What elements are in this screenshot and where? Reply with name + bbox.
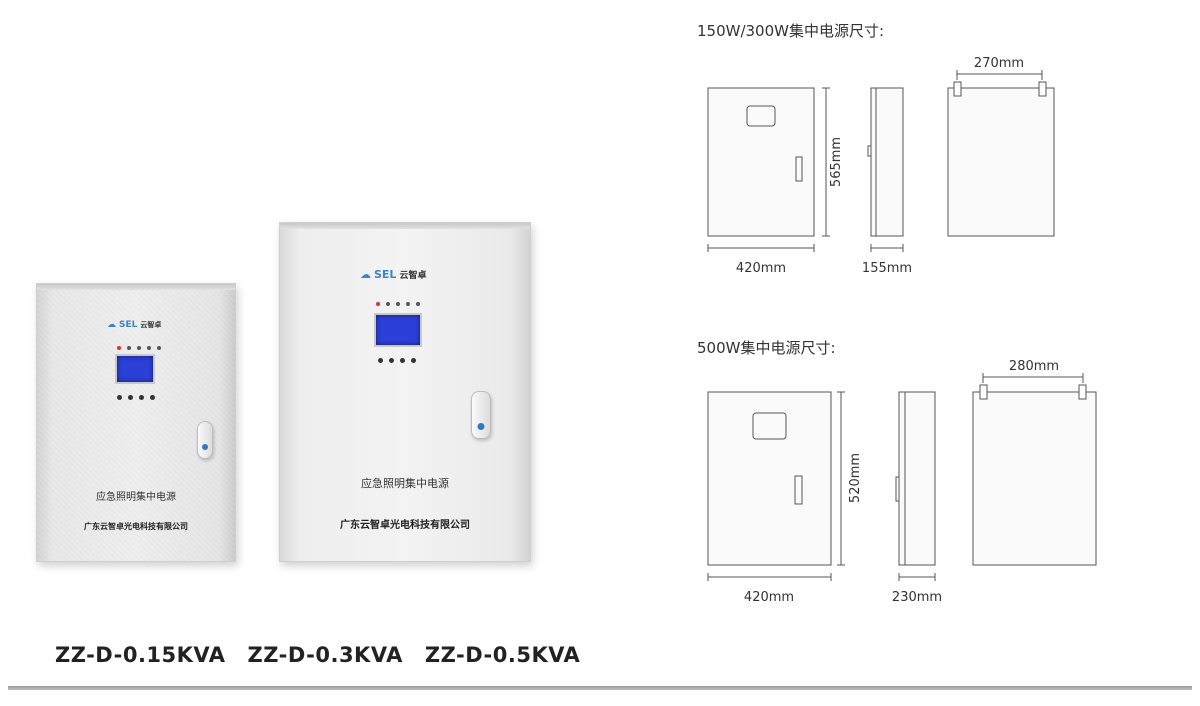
display-window-1 [746,105,776,127]
door-handle [471,391,491,439]
cabinet-label: 应急照明集中电源 [96,492,176,503]
cabinet-top-edge [280,223,530,229]
cabinet-small: ☁ SEL 云智卓 应急照明集中电源 广东云智卓光电科技有限公司 [36,283,236,562]
bottom-divider [8,686,1192,690]
depth-label-2: 230mm [892,590,942,605]
brand-logo-cn: 云智卓 [399,271,427,281]
mount-label-1: 270mm [974,56,1024,71]
height-label-1: 565mm [829,137,844,187]
indicator-leds [117,346,161,350]
width-label-2: 420mm [744,590,794,605]
door-handle [197,421,213,459]
handle-slot-1 [795,156,803,182]
cloud-icon: ☁ [360,268,371,281]
height-label-2: 520mm [848,453,863,503]
brand-logo-cn: 云智卓 [140,321,162,329]
mount-bracket [979,384,988,400]
brand-logo-text: SEL [119,320,138,330]
lcd-screen [115,354,155,384]
model-name: ZZ-D-0.5KVA [424,643,581,667]
cabinet-large: ☁ SEL 云智卓 应急照明集中电源 广东云智卓光电科技有限公司 [279,222,531,562]
brand-logo: ☁ SEL 云智卓 [107,320,161,330]
model-name: ZZ-D-0.15KVA [55,643,226,667]
front-view-1 [707,87,815,237]
model-list: ZZ-D-0.15KVA ZZ-D-0.3KVA ZZ-D-0.5KVA [55,643,580,667]
mount-bracket [1038,81,1047,97]
cabinet-company: 广东云智卓光电科技有限公司 [84,522,188,531]
brand-logo: ☁ SEL 云智卓 [360,268,426,281]
cabinet-label: 应急照明集中电源 [361,477,449,490]
width-label-1: 420mm [736,261,786,276]
side-view-2 [898,391,936,566]
mount-bracket [953,81,962,97]
back-view-1 [947,87,1055,237]
lcd-screen [374,313,422,347]
drawing-title-1: 150W/300W集中电源尺寸: [697,22,885,40]
mount-label-2: 280mm [1009,359,1059,374]
front-view-2 [707,391,832,566]
depth-label-1: 155mm [862,261,912,276]
mount-bracket [1078,384,1087,400]
display-window-2 [752,412,787,440]
control-buttons [117,395,155,400]
model-name: ZZ-D-0.3KVA [247,643,403,667]
brand-logo-text: SEL [374,268,397,281]
lock-icon [477,423,485,430]
cabinet-top-edge [37,284,235,290]
drawing-title-2: 500W集中电源尺寸: [697,339,836,357]
handle-slot-2 [794,475,803,505]
cabinet-company: 广东云智卓光电科技有限公司 [340,520,470,531]
cloud-icon: ☁ [107,320,116,330]
indicator-leds [376,302,420,306]
lock-icon [202,444,208,450]
back-view-2 [972,391,1097,566]
control-buttons [378,358,416,363]
